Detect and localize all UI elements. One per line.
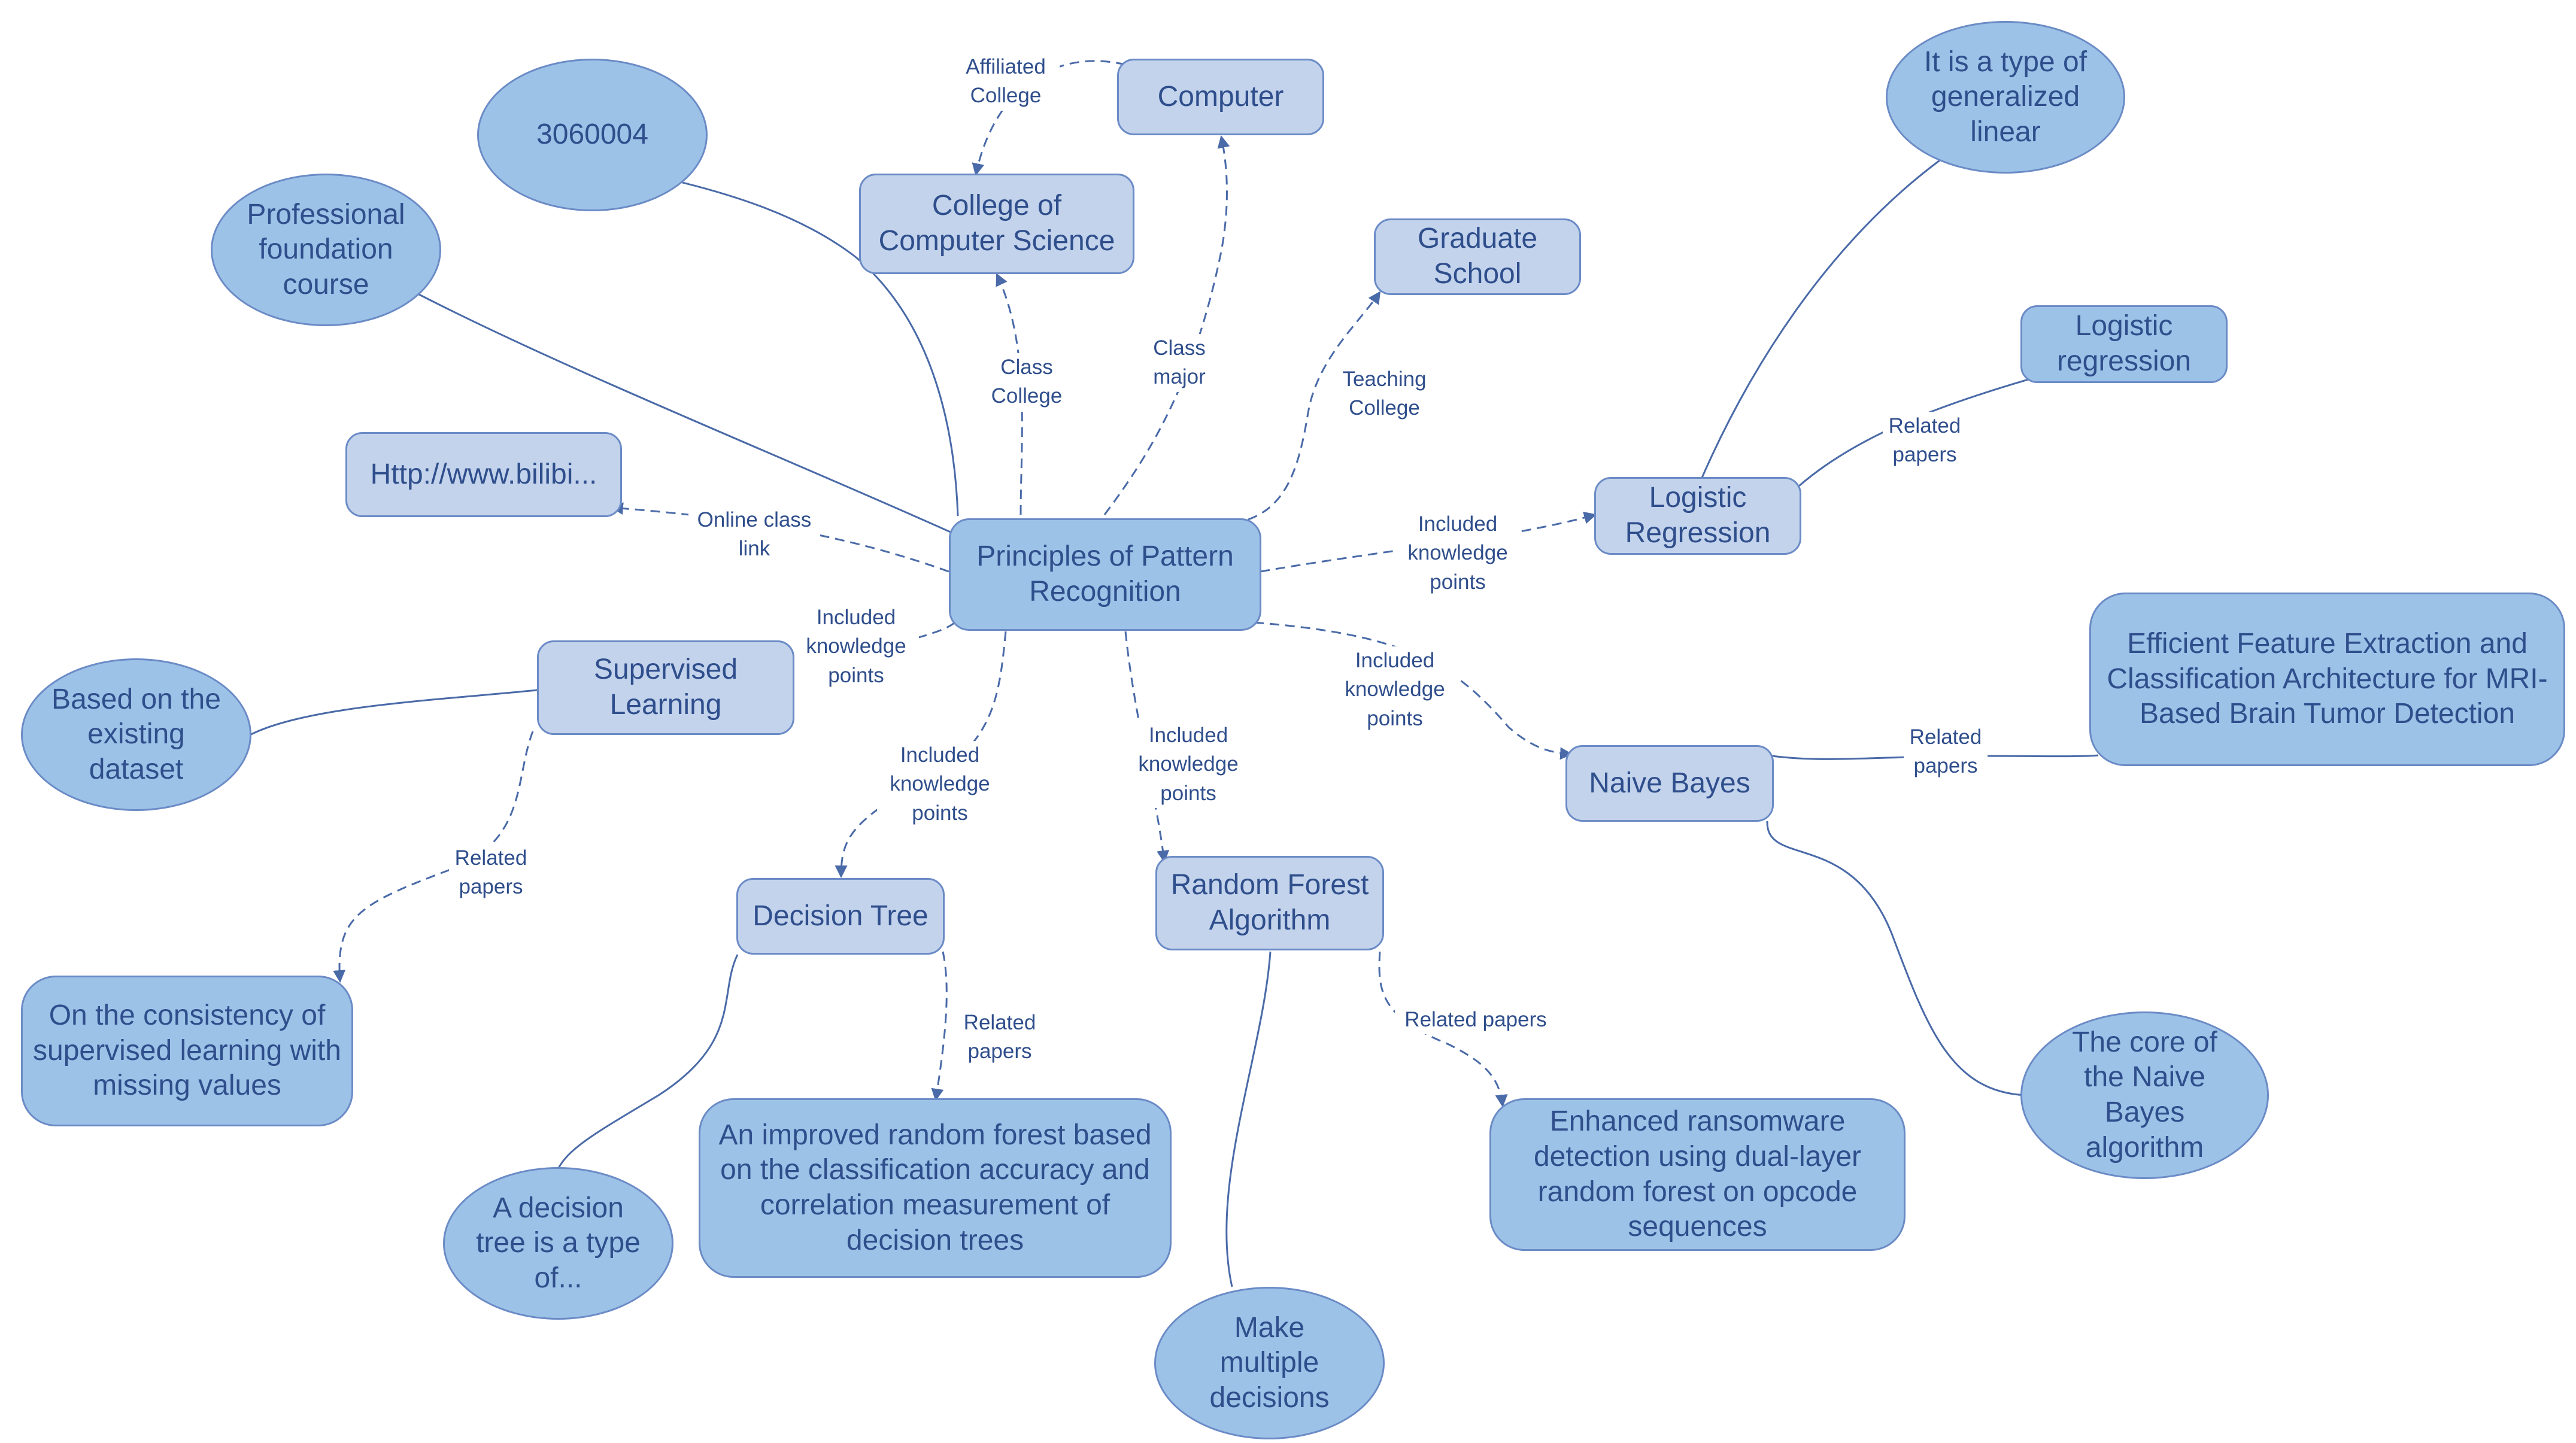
edge-center-computer	[1103, 135, 1230, 515]
edge-naive-bayes-core	[1766, 821, 2027, 1096]
edge-center-naive-bayes	[1254, 621, 1573, 760]
node-computer[interactable]: Computer	[1117, 59, 1324, 135]
edge-label-kp-decision-tree: Included knowledge points	[877, 741, 1003, 828]
edge-random-forest-multiple	[1225, 951, 1272, 1287]
edge-center-professional-course	[418, 293, 952, 534]
node-logistic-regression-paper[interactable]: Logistic regression	[2020, 305, 2228, 383]
edge-label-kp-logistic: Included knowledge points	[1395, 510, 1521, 597]
node-label: Decision Tree	[753, 900, 929, 932]
node-decision-tree-definition[interactable]: A decision tree is a type of...	[443, 1167, 673, 1320]
node-label: An improved random forest based on the c…	[718, 1119, 1152, 1256]
node-label: Professional foundation course	[247, 198, 405, 300]
node-label: Principles of Pattern Recognition	[976, 540, 1234, 607]
node-label: Supervised Learning	[593, 654, 738, 721]
edge-label-papers-supervised: Related papers	[449, 844, 533, 902]
edge-center-college	[996, 273, 1023, 515]
node-multiple-decisions[interactable]: Make multiple decisions	[1154, 1287, 1385, 1439]
edge-decision-tree-paper	[931, 951, 948, 1102]
edge-label-kp-random-forest: Included knowledge points	[1125, 721, 1251, 808]
edge-label-class-major: Class major	[1137, 334, 1221, 392]
node-label: College of Computer Science	[878, 190, 1115, 257]
edge-label-teaching-college: Teaching College	[1335, 365, 1434, 423]
edge-logistic-generalized	[1699, 159, 1940, 482]
node-online-class-link[interactable]: Http://www.bilibi...	[345, 432, 622, 517]
node-label: Naive Bayes	[1589, 767, 1750, 799]
node-naive-bayes-paper[interactable]: Efficient Feature Extraction and Classif…	[2089, 593, 2565, 766]
node-decision-tree-paper[interactable]: An improved random forest based on the c…	[699, 1098, 1172, 1278]
node-label: Based on the existing dataset	[51, 683, 221, 785]
edge-supervised-paper	[333, 731, 534, 983]
node-label: A decision tree is a type of...	[476, 1192, 641, 1294]
node-label: Make multiple decisions	[1209, 1311, 1330, 1414]
edge-center-graduate-school	[1248, 291, 1381, 521]
node-label: Graduate School	[1417, 223, 1538, 290]
node-label: Efficient Feature Extraction and Classif…	[2107, 628, 2548, 730]
edge-label-online-class-link: Online class link	[688, 506, 820, 564]
node-label: The core of the Naive Bayes algorithm	[2072, 1026, 2217, 1163]
node-label: 3060004	[536, 119, 648, 151]
node-generalized-linear[interactable]: It is a type of generalized linear	[1886, 21, 2125, 174]
node-supervised-learning[interactable]: Supervised Learning	[537, 640, 794, 735]
node-label: On the consistency of supervised learnin…	[33, 1000, 341, 1102]
edge-supervised-dataset	[245, 689, 538, 739]
node-label: Random Forest Algorithm	[1170, 869, 1369, 936]
edge-label-kp-naive-bayes: Included knowledge points	[1332, 646, 1458, 733]
node-naive-bayes[interactable]: Naive Bayes	[1565, 745, 1774, 822]
node-principles-of-pattern-recognition[interactable]: Principles of Pattern Recognition	[949, 518, 1261, 631]
node-supervised-paper[interactable]: On the consistency of supervised learnin…	[21, 976, 353, 1126]
edge-label-papers-logistic: Related papers	[1883, 412, 1967, 470]
edge-label-papers-naive-bayes: Related papers	[1904, 723, 1988, 781]
edge-label-kp-supervised: Included knowledge points	[793, 603, 919, 690]
edge-label-papers-random-forest: Related papers	[1395, 1005, 1556, 1035]
node-label: It is a type of generalized linear	[1923, 45, 2087, 148]
node-random-forest-paper[interactable]: Enhanced ransomware detection using dual…	[1489, 1098, 1906, 1251]
edge-label-affiliated-college: Affiliated College	[952, 53, 1060, 111]
edge-center-random-forest	[1124, 631, 1170, 864]
node-label: Computer	[1157, 80, 1284, 113]
node-college-of-computer-science[interactable]: College of Computer Science	[859, 174, 1134, 274]
edge-label-class-college: Class College	[982, 353, 1072, 411]
node-decision-tree[interactable]: Decision Tree	[736, 878, 945, 955]
node-logistic-regression[interactable]: Logistic Regression	[1594, 477, 1801, 555]
node-label: Enhanced ransomware detection using dual…	[1533, 1105, 1861, 1243]
node-random-forest-algorithm[interactable]: Random Forest Algorithm	[1155, 856, 1384, 950]
node-existing-dataset[interactable]: Based on the existing dataset	[21, 658, 251, 811]
edge-label-papers-decision-tree: Related papers	[958, 1008, 1042, 1067]
node-naive-bayes-core[interactable]: The core of the Naive Bayes algorithm	[2020, 1011, 2269, 1179]
node-graduate-school[interactable]: Graduate School	[1374, 218, 1581, 295]
node-course-code[interactable]: 3060004	[477, 59, 708, 211]
edge-random-forest-paper	[1378, 951, 1508, 1108]
node-label: Http://www.bilibi...	[370, 458, 597, 490]
node-label: Logistic regression	[2056, 310, 2192, 377]
node-label: Logistic Regression	[1625, 482, 1771, 549]
edge-decision-tree-def	[556, 954, 739, 1172]
node-professional-foundation-course[interactable]: Professional foundation course	[211, 174, 441, 326]
